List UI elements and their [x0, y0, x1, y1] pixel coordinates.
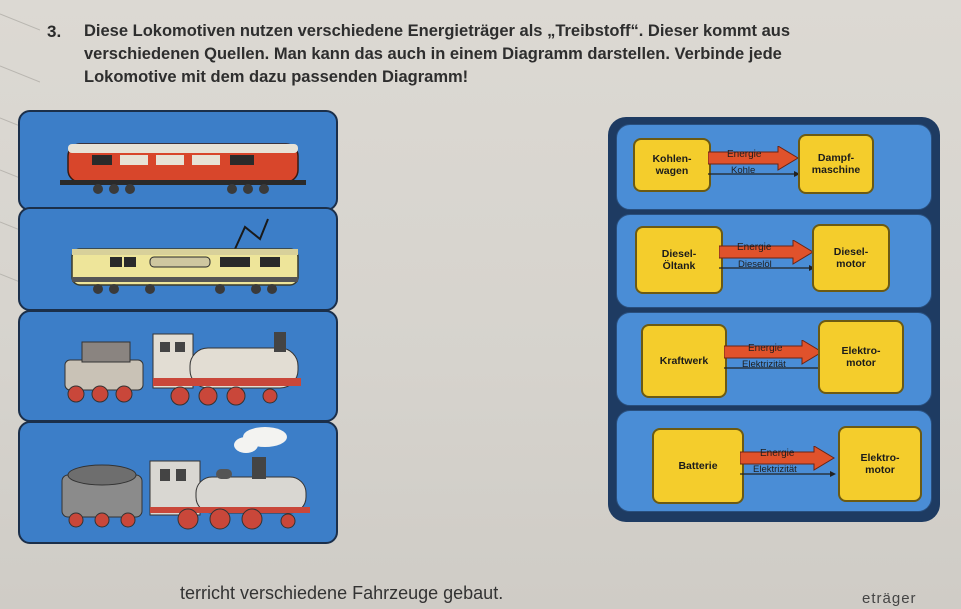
diagram-2-energy-label: Energie — [737, 242, 772, 253]
diesel-locomotive-image — [60, 143, 306, 194]
diagram-1-energy-label: Energie — [727, 149, 762, 160]
electric-locomotive-image — [71, 218, 299, 294]
loco-panel-electric[interactable] — [18, 207, 338, 311]
diagram-1-carrier-label: Kohle — [731, 165, 756, 176]
steam-locomotive-old-image — [61, 427, 310, 530]
task-number: 3. — [47, 22, 62, 41]
diagram-3-energy-label: Energie — [748, 343, 783, 354]
loco-panel-diesel[interactable] — [18, 110, 338, 211]
diagram-1-energy-arrow — [708, 146, 800, 177]
steam-locomotive-red-image — [64, 332, 301, 406]
task-instructions: Diese Lokomotiven nutzen verschiedene En… — [84, 20, 874, 89]
diagram-1-source-box: Kohlen- wagen — [633, 138, 711, 192]
diagram-4-source-box: Batterie — [652, 428, 744, 504]
footer-right-fragment: eträger — [862, 590, 917, 607]
task-line-3: Lokomotive mit dem dazu passenden Diagra… — [84, 68, 469, 86]
diagram-4-energy-arrow — [740, 446, 836, 477]
diagram-3-target-box: Elektro- motor — [818, 320, 904, 394]
loco-panel-steam-old[interactable] — [18, 421, 338, 544]
footer-text: terricht verschiedene Fahrzeuge gebaut. — [180, 583, 504, 603]
diagram-2-target-box: Diesel- motor — [812, 224, 890, 292]
diagram-4-target-box: Elektro- motor — [838, 426, 922, 502]
diagram-2-source-box: Diesel- Öltank — [635, 226, 723, 294]
diagram-4-carrier-label: Elektrizität — [753, 464, 797, 475]
loco-panel-steam-red[interactable] — [18, 310, 338, 422]
diagram-1-target-box: Dampf- maschine — [798, 134, 874, 194]
diagram-3-carrier-label: Elektrizität — [742, 359, 786, 370]
task-line-2: verschiedenen Quellen. Man kann das auch… — [84, 45, 782, 63]
diagram-4-energy-label: Energie — [760, 448, 795, 459]
diagram-3-source-box: Kraftwerk — [641, 324, 727, 398]
diagram-2-carrier-label: Dieselöl — [738, 259, 772, 270]
task-line-1: Diese Lokomotiven nutzen verschiedene En… — [84, 22, 791, 40]
